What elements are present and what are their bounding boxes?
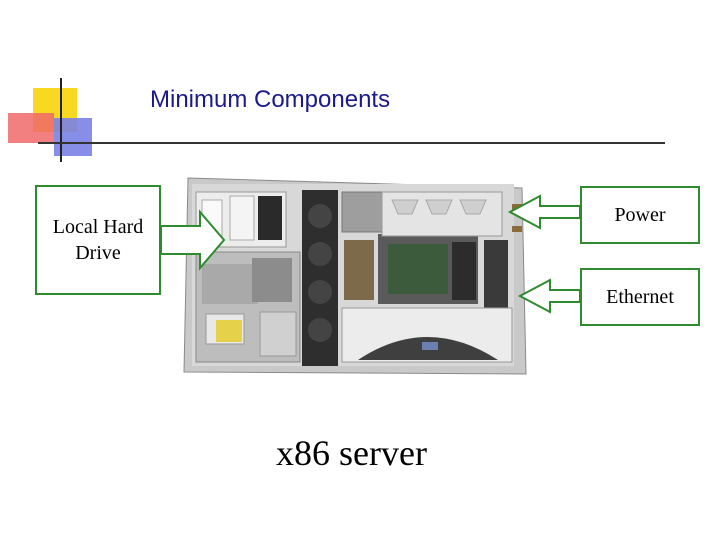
hard-drive-label: Local Hard Drive — [52, 216, 144, 264]
server-image — [183, 177, 527, 375]
power-callout: Power — [580, 186, 700, 244]
power-label: Power — [614, 204, 666, 226]
title-underline — [38, 142, 665, 144]
server-caption: x86 server — [276, 433, 427, 473]
slide-title: Minimum Components — [150, 86, 391, 113]
ethernet-callout: Ethernet — [580, 268, 700, 326]
vertical-rule — [60, 78, 62, 162]
ethernet-label: Ethernet — [606, 286, 674, 308]
corner-decoration — [0, 0, 100, 170]
red-square — [8, 113, 54, 143]
hard-drive-callout: Local Hard Drive — [35, 185, 161, 295]
